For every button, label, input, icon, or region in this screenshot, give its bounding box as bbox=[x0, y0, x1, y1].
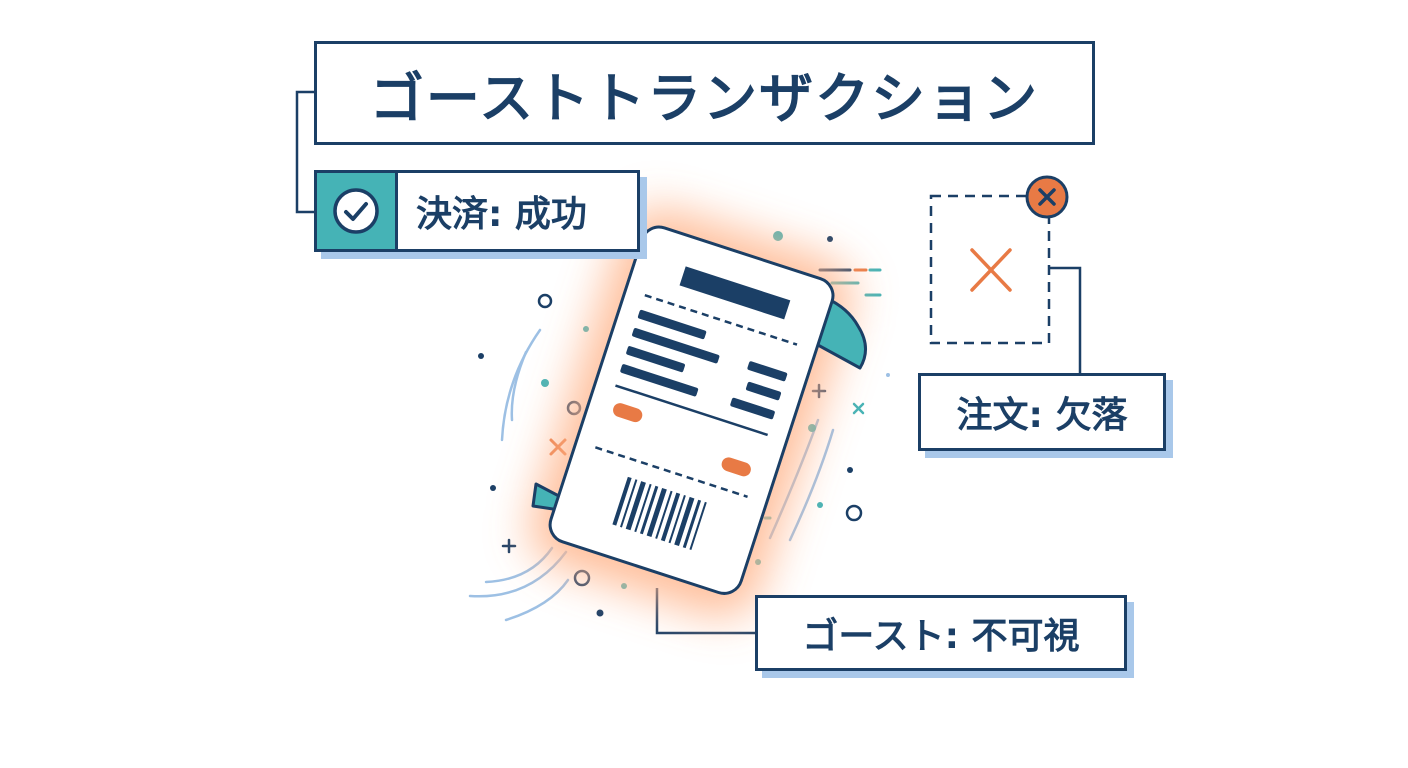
barcode-icon bbox=[612, 476, 707, 551]
ghost-status-label: ゴースト: 不可視 bbox=[802, 616, 1080, 657]
connector-receipt-ghost bbox=[655, 588, 756, 635]
payment-status-box: 決済: 成功 bbox=[314, 170, 640, 252]
missing-order-placeholder bbox=[929, 175, 1069, 345]
x-mark-icon bbox=[970, 248, 1012, 292]
check-circle-icon bbox=[333, 188, 379, 234]
title-box: ゴーストトランザクション bbox=[314, 41, 1095, 145]
motion-lines bbox=[468, 328, 835, 622]
connector-order-missing bbox=[1050, 266, 1082, 374]
order-status-box: 注文: 欠落 bbox=[918, 373, 1166, 451]
ghost-status-box: ゴースト: 不可視 bbox=[755, 595, 1127, 671]
connector-title-payment bbox=[295, 90, 316, 214]
payment-status-badge bbox=[317, 173, 398, 249]
connectors bbox=[295, 90, 1082, 635]
diagram-title: ゴーストトランザクション bbox=[369, 66, 1040, 130]
receipt-icon bbox=[529, 207, 867, 618]
order-status-label: 注文: 欠落 bbox=[956, 395, 1128, 436]
payment-status-label: 決済: 成功 bbox=[416, 194, 587, 235]
error-circle-icon bbox=[1025, 175, 1069, 219]
